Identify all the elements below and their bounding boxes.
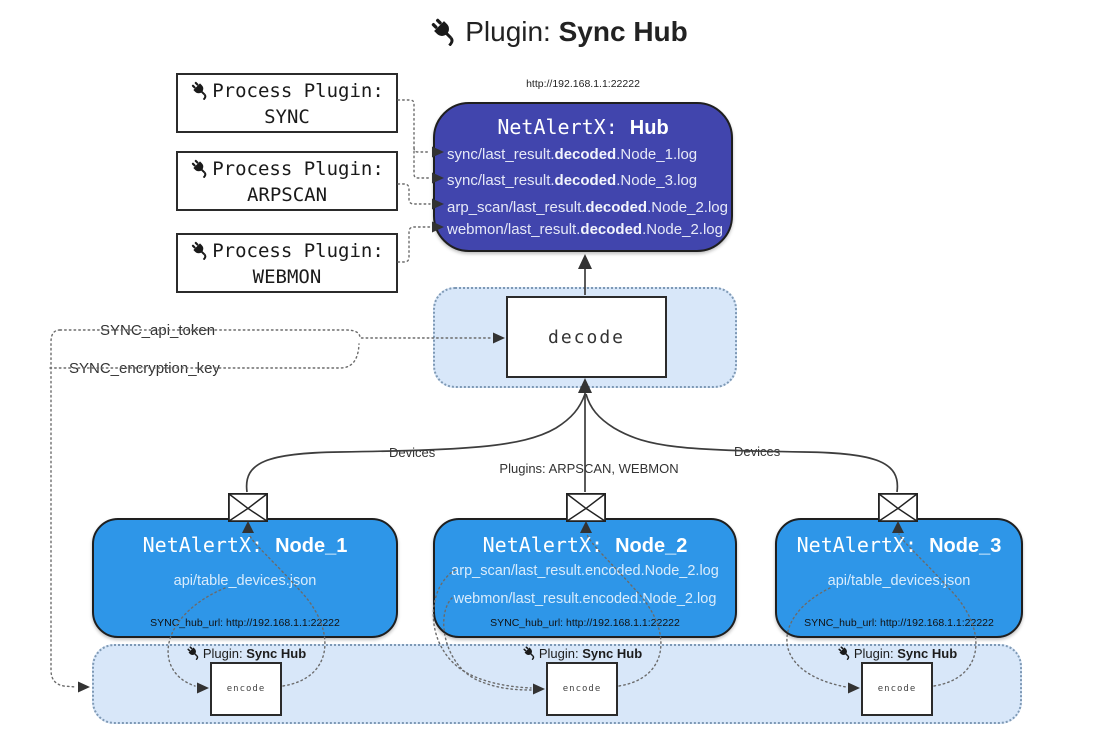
encode-box: encode bbox=[861, 662, 933, 716]
hub-log-row: sync/last_result.decoded.Node_1.log bbox=[447, 146, 698, 163]
plug-icon bbox=[522, 645, 537, 660]
hub-box: NetAlertX: Hub sync/last_result.decoded.… bbox=[433, 102, 733, 252]
page-title: Plugin: Sync Hub bbox=[0, 16, 1117, 48]
process-plugin-box-arpscan: Process Plugin: ARPSCAN bbox=[176, 151, 398, 211]
band-plugin-label: Plugin: Sync Hub bbox=[787, 645, 1007, 661]
config-label-encryption-key: SYNC_encryption_key bbox=[66, 360, 223, 377]
hub-log-row: sync/last_result.decoded.Node_3.log bbox=[447, 172, 698, 189]
hub-log-row: arp_scan/last_result.decoded.Node_2.log bbox=[447, 199, 728, 216]
node-row: api/table_devices.json bbox=[827, 573, 971, 589]
edge-node3-devices bbox=[585, 393, 899, 493]
decode-box: decode bbox=[506, 296, 667, 378]
node-title: NetAlertX: Node_3 bbox=[796, 533, 1002, 557]
node-row: arp_scan/last_result.encoded.Node_2.log bbox=[451, 563, 719, 579]
process-plugin-label: Process Plugin: bbox=[178, 156, 396, 182]
edge-label-plugins-middle: Plugins: ARPSCAN, WEBMON bbox=[490, 461, 688, 476]
edge-label-devices-right: Devices bbox=[730, 444, 785, 459]
process-plugin-name: ARPSCAN bbox=[246, 184, 328, 206]
edge-sync-to-row1 bbox=[413, 147, 431, 153]
plug-icon bbox=[837, 645, 852, 660]
plug-icon bbox=[190, 80, 210, 100]
process-plugin-box-sync: Process Plugin: SYNC bbox=[176, 73, 398, 133]
edge-sync-to-row2 bbox=[397, 99, 431, 179]
process-plugin-label: Process Plugin: bbox=[178, 238, 396, 264]
hub-url: http://192.168.1.1:22222 bbox=[526, 78, 640, 90]
plug-icon bbox=[186, 645, 201, 660]
node-hub-url: SYNC_hub_url: http://192.168.1.1:22222 bbox=[804, 617, 994, 629]
envelope-icon bbox=[228, 492, 268, 523]
envelope-icon bbox=[566, 492, 606, 523]
hub-title: NetAlertX: Hub bbox=[497, 115, 669, 139]
arrowhead-config-to-band bbox=[78, 681, 90, 693]
node-hub-url: SYNC_hub_url: http://192.168.1.1:22222 bbox=[150, 617, 340, 629]
plug-icon bbox=[190, 158, 210, 178]
page-title-bold: Sync Hub bbox=[558, 16, 688, 47]
process-plugin-label: Process Plugin: bbox=[178, 78, 396, 104]
process-plugin-name: WEBMON bbox=[252, 266, 322, 288]
edge-arpscan-to-row3 bbox=[397, 183, 431, 205]
node-hub-url: SYNC_hub_url: http://192.168.1.1:22222 bbox=[490, 617, 680, 629]
node-box-node2: NetAlertX: Node_2 arp_scan/last_result.e… bbox=[433, 518, 737, 638]
node-row: api/table_devices.json bbox=[173, 573, 317, 589]
process-plugin-name: SYNC bbox=[264, 106, 310, 128]
edge-label-devices-left: Devices bbox=[385, 445, 440, 460]
plug-icon bbox=[190, 240, 210, 260]
page-title-prefix: Plugin: bbox=[465, 16, 559, 47]
hub-log-row: webmon/last_result.decoded.Node_2.log bbox=[447, 221, 723, 238]
node-box-node3: NetAlertX: Node_3 api/table_devices.json… bbox=[775, 518, 1023, 638]
edge-webmon-to-row4 bbox=[397, 226, 431, 263]
edge-config-left-drop bbox=[50, 329, 77, 688]
node-box-node1: NetAlertX: Node_1 api/table_devices.json… bbox=[92, 518, 398, 638]
band-plugin-label: Plugin: Sync Hub bbox=[136, 645, 356, 661]
plug-icon bbox=[429, 16, 459, 46]
edge-node1-devices bbox=[245, 393, 586, 493]
band-plugin-label: Plugin: Sync Hub bbox=[472, 645, 692, 661]
node-title: NetAlertX: Node_1 bbox=[142, 533, 348, 557]
node-title: NetAlertX: Node_2 bbox=[482, 533, 688, 557]
encode-box: encode bbox=[546, 662, 618, 716]
process-plugin-box-webmon: Process Plugin: WEBMON bbox=[176, 233, 398, 293]
envelope-icon bbox=[878, 492, 918, 523]
config-label-api-token: SYNC_api_token bbox=[97, 322, 219, 339]
arrowhead-up-into-hub bbox=[578, 254, 592, 269]
encode-box: encode bbox=[210, 662, 282, 716]
node-row: webmon/last_result.encoded.Node_2.log bbox=[453, 591, 717, 607]
